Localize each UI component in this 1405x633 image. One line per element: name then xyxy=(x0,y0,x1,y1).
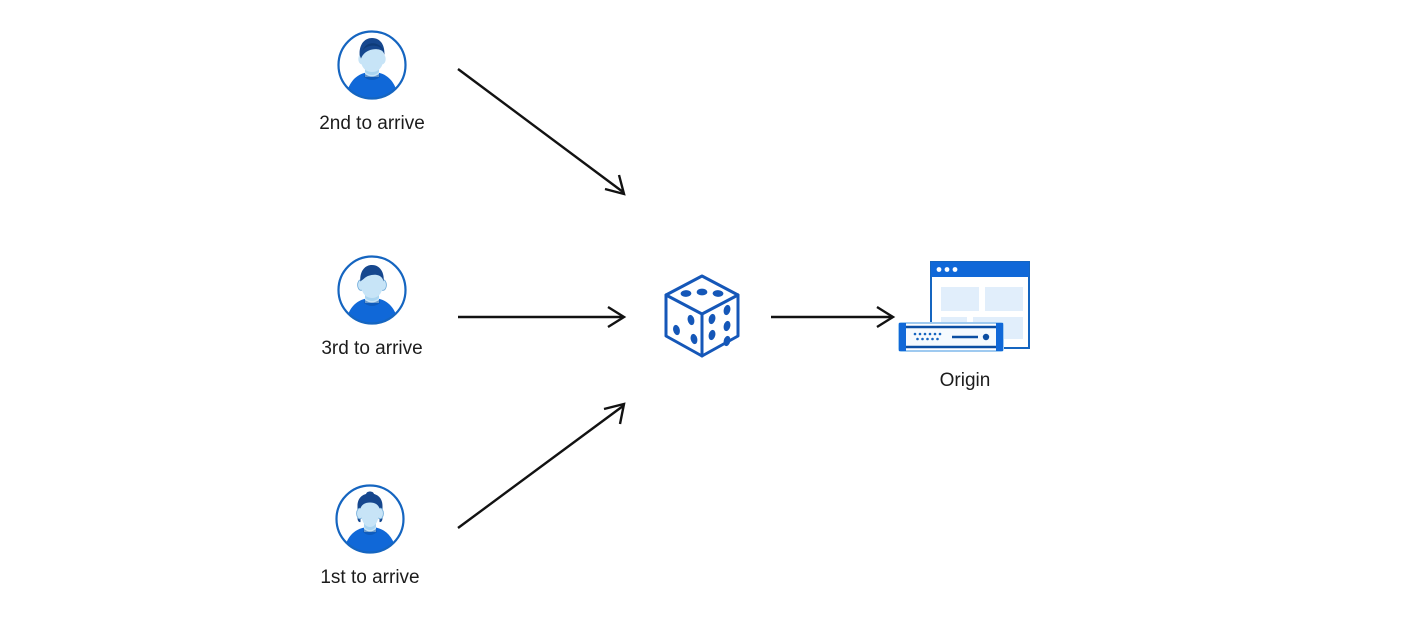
node-label: 1st to arrive xyxy=(320,567,420,588)
server-device xyxy=(898,322,1004,352)
dice-icon xyxy=(654,268,750,364)
edge-1st-to-dice xyxy=(457,402,626,529)
origin-server-icon xyxy=(895,258,1035,358)
edge-2nd-to-dice xyxy=(457,68,626,196)
node-origin[interactable]: Origin xyxy=(895,258,1035,393)
edge-3rd-to-dice xyxy=(458,305,627,329)
node-label: 2nd to arrive xyxy=(319,113,425,134)
user-avatar-icon xyxy=(335,28,409,102)
node-randomizer[interactable] xyxy=(654,268,750,364)
user-avatar-icon xyxy=(335,253,409,327)
node-client-2nd[interactable]: 2nd to arrive xyxy=(298,28,446,136)
edge-dice-to-origin xyxy=(771,305,896,329)
node-client-1st[interactable]: 1st to arrive xyxy=(296,482,444,590)
node-label: Origin xyxy=(939,370,991,391)
user-avatar-icon xyxy=(333,482,407,556)
node-label: 3rd to arrive xyxy=(321,338,423,359)
node-client-3rd[interactable]: 3rd to arrive xyxy=(298,253,446,361)
